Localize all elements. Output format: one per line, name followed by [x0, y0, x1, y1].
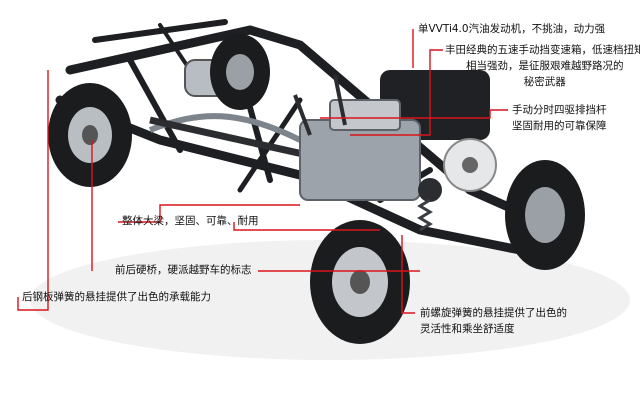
callout-front-coil-spring: 前螺旋弹簧的悬挂提供了出色的 灵活性和乘坐舒适度: [420, 305, 567, 337]
callout-front-coil-spring-line-2: 灵活性和乘坐舒适度: [420, 323, 515, 335]
front-left-wheel: [310, 220, 410, 344]
front-right-wheel: [505, 160, 585, 270]
callout-frame-text: 整体大梁，坚固、可靠、耐用: [122, 215, 259, 227]
callout-engine: 单VVTi4.0汽油发动机，不挑油，动力强: [418, 21, 605, 37]
callout-transmission-line-2: 相当强劲，是征服艰难越野路况的: [466, 60, 624, 72]
callout-rear-leaf-spring-text: 后钢板弹簧的悬挂提供了出色的承载能力: [22, 291, 211, 303]
callout-front-coil-spring-line-1: 前螺旋弹簧的悬挂提供了出色的: [420, 307, 567, 319]
rear-right-wheel: [210, 34, 270, 110]
coil-spring: [417, 198, 433, 232]
callout-transfer-case: 手动分时四驱排挡杆 坚固耐用的可靠保障: [512, 102, 607, 134]
callout-rear-leaf-spring: 后钢板弹簧的悬挂提供了出色的承载能力: [22, 289, 211, 305]
callout-engine-text: 单VVTi4.0汽油发动机，不挑油，动力强: [418, 23, 606, 35]
engine-block: [299, 70, 497, 202]
transfer-lever: [333, 74, 347, 126]
leader-lines: [17, 29, 508, 314]
callout-axles: 前后硬桥，硬派越野车的标志: [115, 262, 252, 278]
callout-transfer-case-line-1: 手动分时四驱排挡杆: [512, 104, 607, 116]
rear-left-wheel: [48, 83, 132, 187]
callout-transmission: 丰田经典的五速手动挡变速箱，低速档扭矩 相当强劲，是征服艰难越野路况的 秘密武器: [445, 42, 640, 90]
callout-transfer-case-line-2: 坚固耐用的可靠保障: [512, 120, 607, 132]
callout-transmission-line-1: 丰田经典的五速手动挡变速箱，低速档扭矩: [445, 44, 640, 56]
shift-lever: [293, 94, 312, 136]
callout-frame: 整体大梁，坚固、可靠、耐用: [122, 213, 259, 229]
callout-axles-text: 前后硬桥，硬派越野车的标志: [115, 264, 252, 276]
callout-transmission-line-3: 秘密武器: [523, 76, 566, 88]
